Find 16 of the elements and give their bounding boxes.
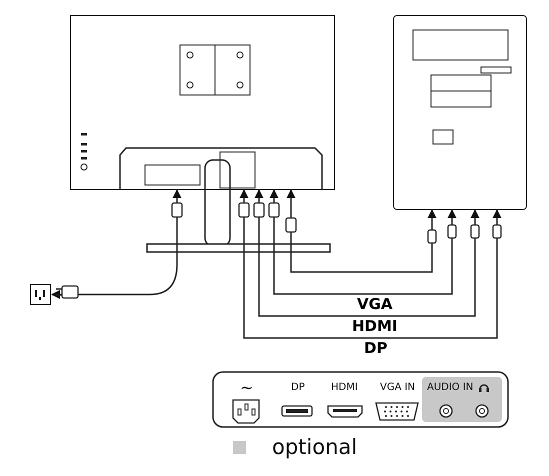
edge-label: DP bbox=[362, 340, 390, 356]
port-label: AUDIO IN bbox=[427, 382, 474, 393]
wall-outlet-icon bbox=[30, 284, 51, 305]
cable-line bbox=[240, 189, 502, 339]
cable-line bbox=[286, 189, 436, 273]
ac-symbol: ~ bbox=[240, 378, 254, 397]
port-label: DP bbox=[291, 382, 305, 393]
port-label: HDMI bbox=[331, 382, 358, 393]
computer-tower-drawing bbox=[393, 15, 527, 210]
monitor-back-drawing bbox=[70, 15, 335, 190]
legend-text: optional bbox=[272, 435, 358, 459]
cable-line bbox=[51, 189, 182, 299]
cable-line bbox=[270, 189, 456, 295]
edge-label: VGA bbox=[355, 296, 395, 312]
cable-line bbox=[254, 189, 480, 317]
port-label: VGA IN bbox=[380, 382, 416, 393]
